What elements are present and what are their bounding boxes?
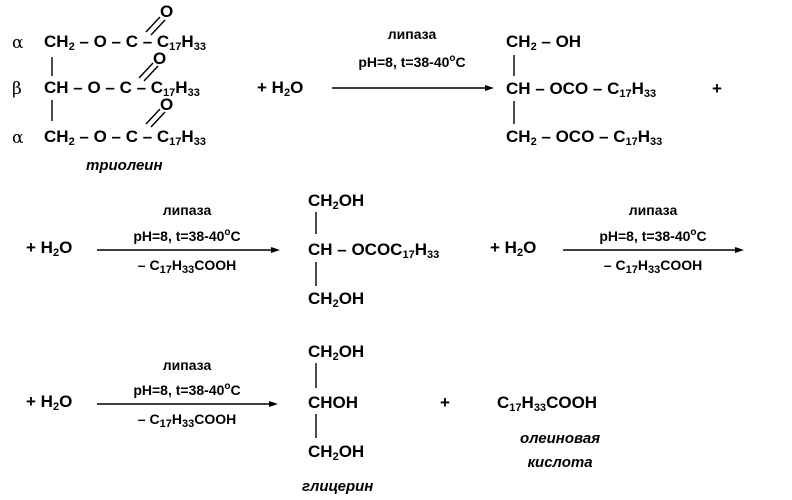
byproduct-label-4: – C17H33COOH: [137, 411, 237, 430]
water-reactant-3: + H2O: [490, 238, 537, 259]
glycerol-row-2: CHOH: [308, 393, 359, 412]
glycerol-row-3: CH2OH: [308, 442, 365, 463]
diglyceride-row-2: CH – OCO – C17H33: [506, 79, 657, 100]
monoglyceride-row-3: CH2OH: [308, 289, 365, 310]
oleic-acid-name-line-2: кислота: [527, 454, 593, 471]
water-reactant-4: + H2O: [26, 392, 73, 413]
carbonyl-bond-1a: [145, 16, 161, 33]
conditions-label-1: pH=8, t=38-40oC: [358, 53, 466, 70]
oleic-acid-formula: C17H33COOH: [497, 393, 598, 414]
enzyme-label-2: липаза: [162, 202, 212, 218]
glycerol-row-1: CH2OH: [308, 342, 365, 363]
carbonyl-bond-2a: [138, 62, 154, 79]
arrow-3-head: [735, 247, 744, 253]
conditions-label-3: pH=8, t=38-40oC: [599, 227, 707, 244]
carbonyl-bond-1b: [150, 19, 166, 36]
carbonyl-oxygen-1: O: [160, 2, 174, 21]
byproduct-label-3: – C17H33COOH: [603, 257, 703, 276]
diglyceride-row-1: CH2 – OH: [506, 32, 582, 53]
diglyceride-row-3: CH2 – OCO – C17H33: [506, 127, 663, 148]
plus-sign-2: +: [440, 393, 450, 412]
carbonyl-bond-3a: [145, 108, 161, 125]
glycerol-name: глицерин: [302, 478, 374, 495]
plus-sign-1: +: [712, 79, 722, 98]
water-reactant-2: + H2O: [26, 238, 73, 259]
arrow-1-head: [485, 85, 494, 91]
carbonyl-oxygen-3: O: [160, 95, 174, 114]
enzyme-label-3: липаза: [628, 202, 678, 218]
water-reactant-1: + H2O: [257, 78, 304, 99]
triolein-name: триолеин: [86, 157, 163, 174]
alpha-label-2: α: [12, 128, 24, 148]
monoglyceride-row-1: CH2OH: [308, 191, 365, 212]
monoglyceride-row-2: CH – OCOC17H33: [308, 240, 440, 261]
conditions-label-4: pH=8, t=38-40oC: [133, 381, 241, 398]
triolein-row-2: CH – O – C – C17H33: [44, 78, 200, 99]
arrow-2-head: [271, 247, 280, 253]
carbonyl-bond-3b: [150, 111, 166, 128]
oleic-acid-name-line-1: олеиновая: [519, 430, 601, 447]
arrow-4-head: [269, 401, 278, 407]
enzyme-label-1: липаза: [387, 26, 437, 42]
triolein-row-3: CH2 – O – C – C17H33: [44, 127, 206, 148]
enzyme-label-4: липаза: [162, 357, 212, 373]
byproduct-label-2: – C17H33COOH: [137, 257, 237, 276]
carbonyl-oxygen-2: O: [153, 49, 167, 68]
triolein-row-1: CH2 – O – C – C17H33: [44, 32, 206, 53]
alpha-label-1: α: [12, 33, 24, 53]
conditions-label-2: pH=8, t=38-40oC: [133, 227, 241, 244]
beta-label: β: [12, 79, 22, 99]
carbonyl-bond-2b: [143, 65, 159, 82]
